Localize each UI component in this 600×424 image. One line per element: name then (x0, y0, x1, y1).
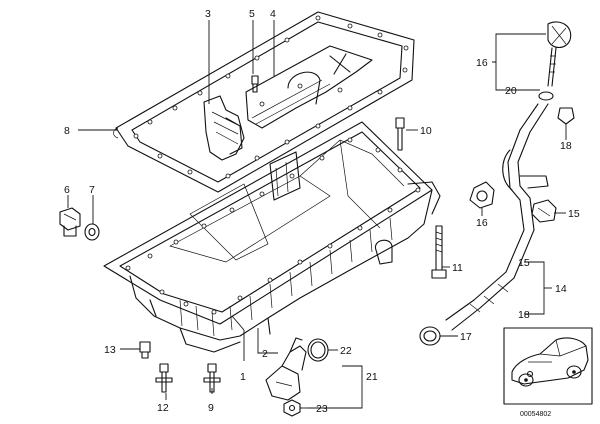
dipstick-guide-tube[interactable] (445, 103, 549, 331)
sensor-nut-23[interactable] (283, 399, 301, 417)
callout-1: 1 (240, 371, 246, 383)
callout-14: 14 (555, 283, 567, 295)
callout-labels: 1 2 3 4 5 6 7 8 9 10 11 12 13 14 15 15 1… (64, 8, 580, 415)
grommet-16[interactable] (469, 181, 495, 209)
callout-17: 17 (460, 331, 472, 343)
oil-level-sensor[interactable] (265, 337, 307, 401)
callout-9: 9 (208, 402, 214, 414)
callout-15-clamp: 15 (568, 208, 580, 220)
bolt-10[interactable] (395, 117, 405, 151)
callout-10: 10 (420, 125, 432, 137)
bolt-9[interactable] (203, 363, 221, 393)
pickup-bolt-5[interactable] (251, 75, 259, 93)
clamp-15[interactable] (531, 199, 557, 223)
callout-6: 6 (64, 184, 70, 196)
leader-lines (67, 20, 567, 409)
callout-18-clip: 18 (560, 140, 572, 152)
callout-5: 5 (249, 8, 255, 20)
bolt-11[interactable] (431, 225, 447, 279)
callout-11: 11 (452, 262, 463, 274)
drain-plug-6[interactable] (59, 207, 81, 237)
callout-13: 13 (104, 344, 116, 356)
reference-code: 00054802 (520, 411, 551, 418)
oil-baffle-plate[interactable] (245, 45, 373, 129)
bolt-13[interactable] (139, 341, 151, 359)
oil-pan-gasket[interactable] (113, 11, 415, 193)
dipstick-handle-16[interactable] (547, 21, 572, 49)
callout-20: 20 (505, 85, 517, 97)
callout-23: 23 (316, 403, 328, 415)
bolt-12[interactable] (155, 363, 173, 393)
oil-pickup-pipe[interactable] (203, 95, 245, 161)
tube-oring-17[interactable] (419, 326, 441, 346)
sensor-seal-ring-22[interactable] (307, 338, 329, 362)
callout-4: 4 (270, 8, 276, 20)
callout-12: 12 (157, 402, 169, 414)
callout-15-upper: 15 (518, 257, 530, 269)
oil-pan[interactable] (103, 121, 441, 353)
tube-clip-18[interactable] (557, 107, 575, 125)
dipstick-oring-20[interactable] (538, 91, 554, 101)
callout-22: 22 (340, 345, 352, 357)
callout-21: 21 (366, 371, 378, 383)
dipstick-rod[interactable] (547, 47, 557, 87)
callout-18-lower: 18 (518, 309, 530, 321)
callout-7: 7 (89, 184, 95, 196)
callout-8: 8 (64, 125, 70, 137)
callout-16-handle: 16 (476, 57, 488, 69)
callout-3: 3 (205, 8, 211, 20)
callout-2: 2 (262, 348, 268, 360)
callout-16-grommet: 16 (476, 217, 488, 229)
car-silhouette-icon (511, 337, 589, 387)
drain-plug-gasket-7[interactable] (84, 223, 100, 241)
vehicle-location-inset (503, 327, 593, 405)
